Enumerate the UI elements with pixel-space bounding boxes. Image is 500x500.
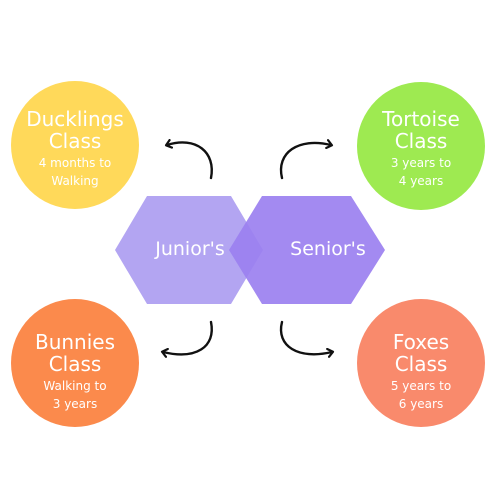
bunnies-class-text: Bunnies Class Walking to 3 years xyxy=(0,331,150,413)
ducklings-class-circle xyxy=(11,81,139,209)
ducklings-age-line2: Walking xyxy=(51,174,99,188)
foxes-age-line1: 5 years to xyxy=(390,379,452,393)
foxes-title-line2: Class xyxy=(394,352,448,376)
bunnies-age-line1: Walking to xyxy=(43,379,107,393)
ducklings-title-line1: Ducklings xyxy=(26,107,124,131)
ducklings-title-line2: Class xyxy=(48,129,102,153)
bunnies-title-line1: Bunnies xyxy=(34,330,116,354)
bunnies-title-line2: Class xyxy=(48,352,102,376)
tortoise-age-line1: 3 years to xyxy=(390,156,452,170)
foxes-title-line1: Foxes xyxy=(392,330,450,354)
seniors-label: Senior's xyxy=(290,238,366,260)
arrow-to-tortoise xyxy=(279,143,331,180)
juniors-hexagon xyxy=(115,196,263,304)
tortoise-age-line2: 4 years xyxy=(398,174,444,188)
arrow-to-foxes xyxy=(279,320,332,354)
tortoise-title-line1: Tortoise xyxy=(382,107,460,131)
seniors-hexagon xyxy=(229,196,385,304)
arrow-to-ducklings xyxy=(167,142,213,180)
bunnies-class-circle xyxy=(11,299,139,427)
ducklings-class-text: Ducklings Class 4 months to Walking xyxy=(0,108,150,190)
tortoise-class-circle xyxy=(357,82,485,210)
foxes-age-line2: 6 years xyxy=(398,397,444,411)
bunnies-age-line2: 3 years xyxy=(52,397,98,411)
tortoise-title-line2: Class xyxy=(394,129,448,153)
ducklings-age-line1: 4 months to xyxy=(38,156,112,170)
foxes-class-circle xyxy=(357,299,485,427)
arrow-to-bunnies xyxy=(163,320,213,354)
foxes-class-text: Foxes Class 5 years to 6 years xyxy=(346,331,496,413)
tortoise-class-text: Tortoise Class 3 years to 4 years xyxy=(346,108,496,190)
juniors-label: Junior's xyxy=(155,238,225,260)
